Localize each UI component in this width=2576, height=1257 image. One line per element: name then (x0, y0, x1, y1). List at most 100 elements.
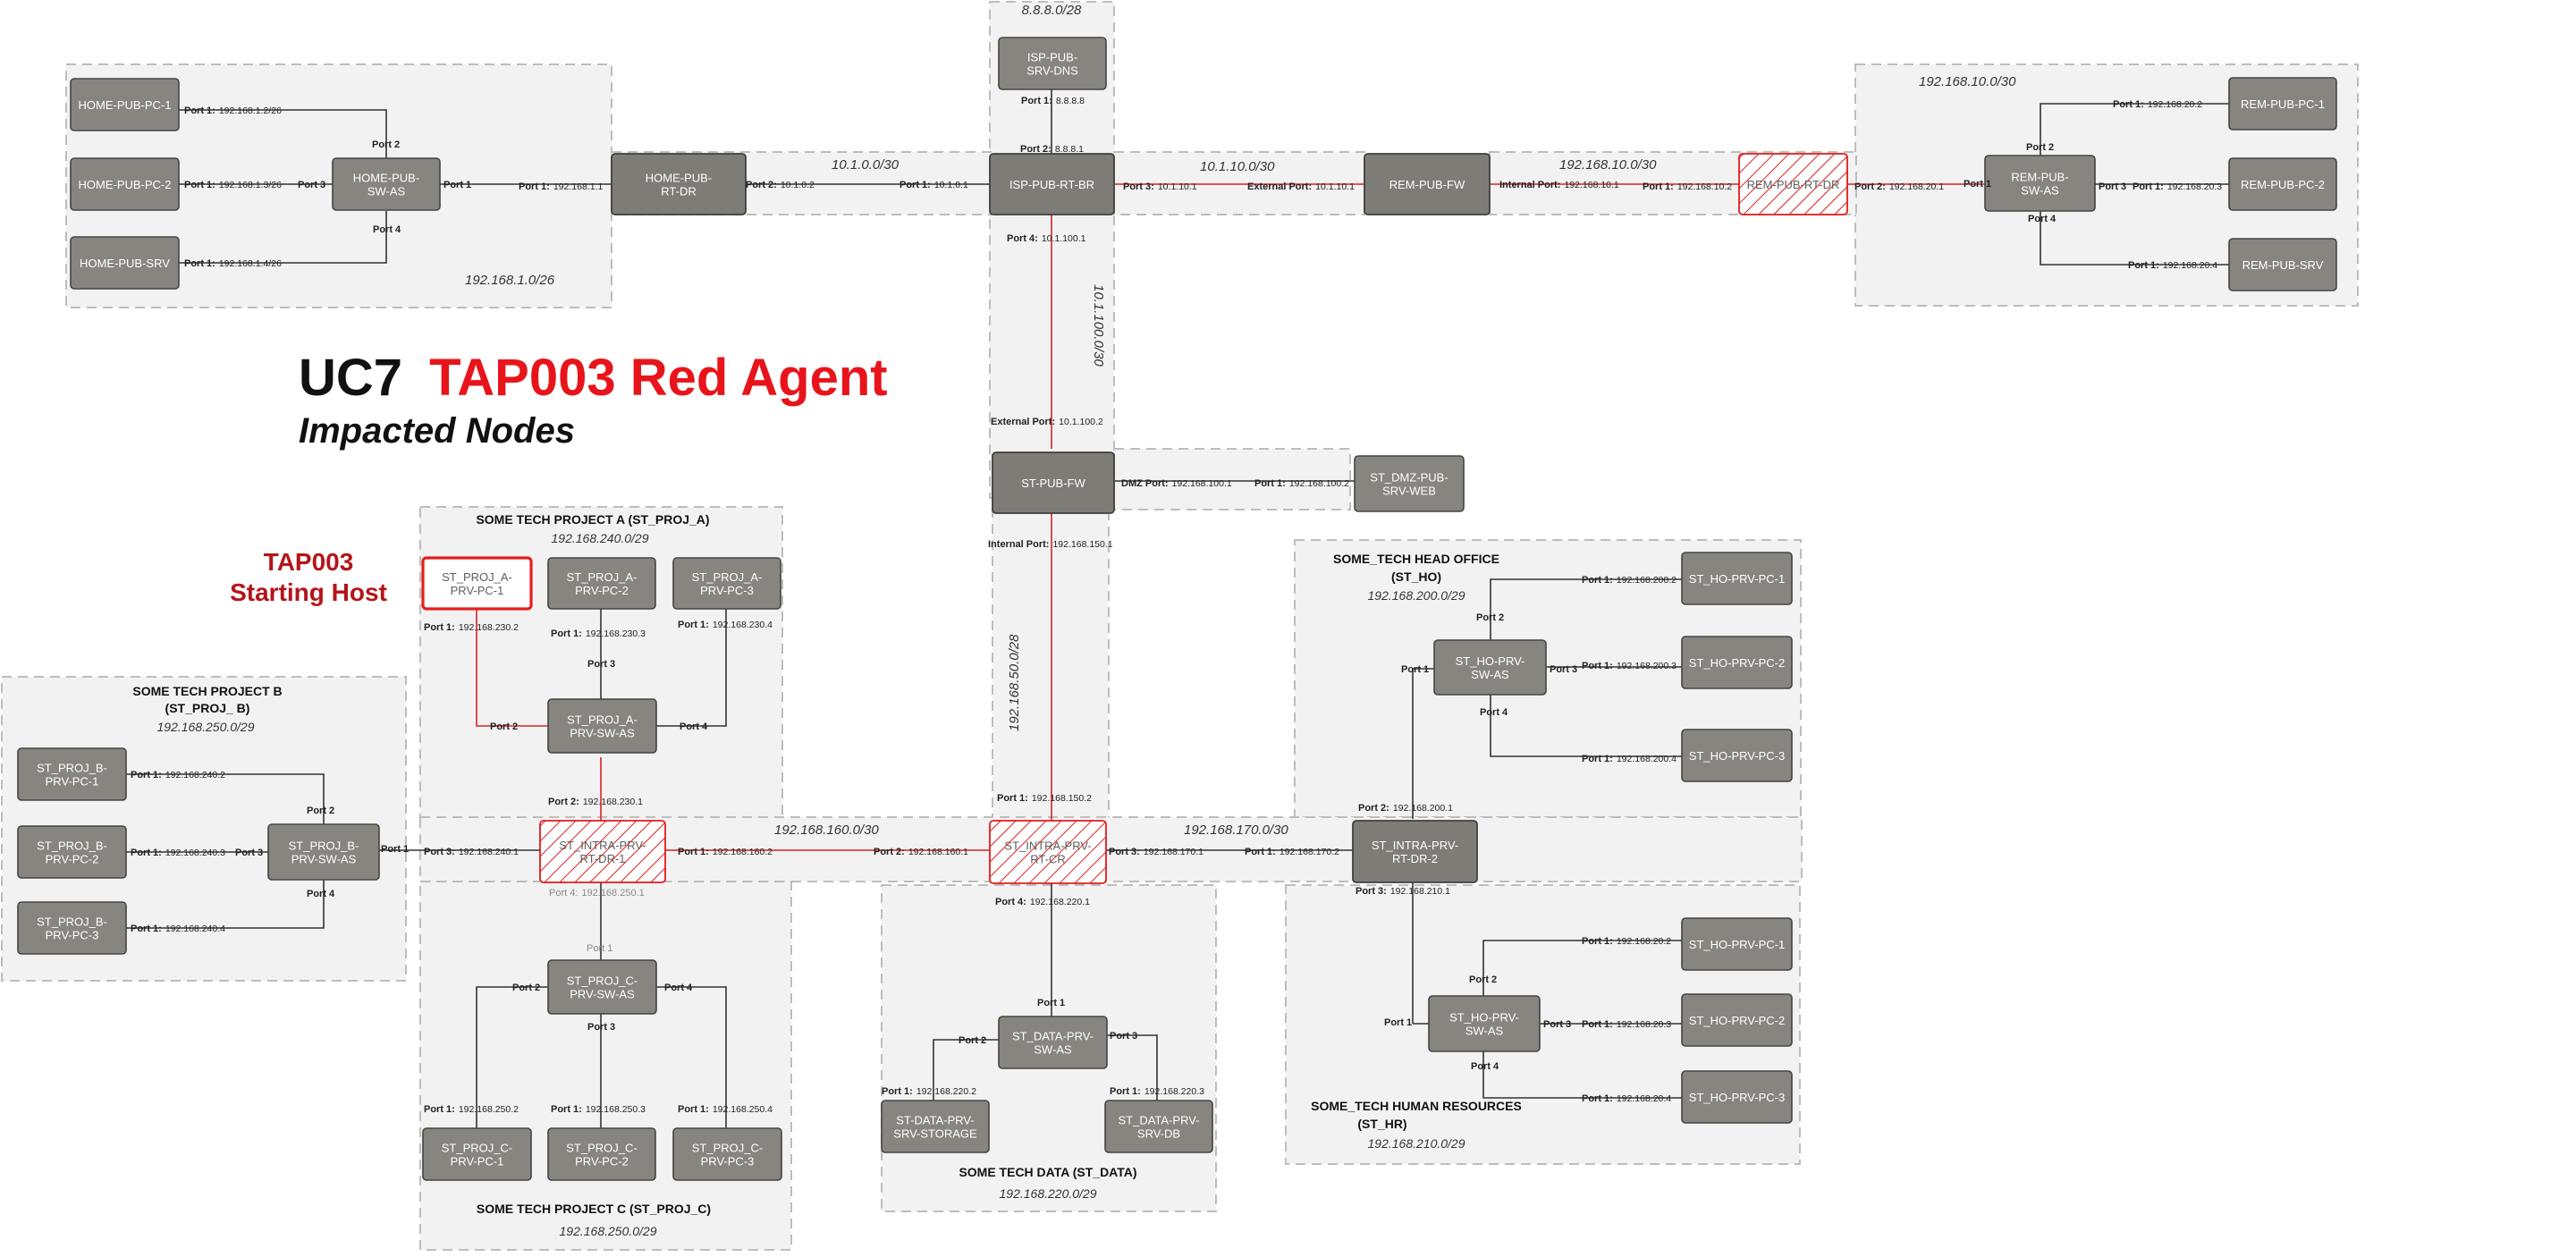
node-box[interactable] (547, 698, 657, 754)
node-pa-pc2[interactable]: ST_PROJ_A-PRV-PC-2 (547, 557, 656, 610)
port-name: DMZ Port: (1121, 478, 1169, 489)
node-box[interactable] (70, 157, 180, 211)
node-home-pc2[interactable]: HOME-PUB-PC-2 (70, 157, 180, 211)
node-rem-rt[interactable]: REM-PUB-RT-DR (1738, 153, 1848, 215)
node-box[interactable] (672, 557, 781, 610)
node-pa-sw[interactable]: ST_PROJ_A-PRV-SW-AS (547, 698, 657, 754)
node-hr-pc2[interactable]: ST_HO-PRV-PC-2 (1681, 993, 1793, 1047)
node-cr[interactable]: ST_INTRA-PRV-RT-CR (989, 820, 1107, 884)
node-hr-pc1[interactable]: ST_HO-PRV-PC-1 (1681, 917, 1793, 971)
node-label: ST_DATA-PRV- (1118, 1114, 1199, 1127)
node-dr1[interactable]: ST_INTRA-PRV-RT-DR-1 (539, 820, 666, 883)
node-box[interactable] (881, 1100, 990, 1153)
port-label-rsw-p4: Port 4 (2028, 214, 2057, 224)
node-box[interactable] (17, 825, 127, 879)
node-label: SRV-DNS (1026, 64, 1078, 78)
port-ip: 192.168.20.1 (1889, 181, 1944, 192)
port-name: Port 2 (1476, 612, 1504, 623)
node-box[interactable] (17, 901, 127, 955)
node-box[interactable] (1364, 153, 1491, 215)
node-data-db[interactable]: ST_DATA-PRV-SRV-DB (1104, 1100, 1213, 1153)
port-name: Port 3 (2099, 181, 2126, 192)
node-home-pc1[interactable]: HOME-PUB-PC-1 (70, 78, 180, 131)
node-hr-sw[interactable]: ST_HO-PRV-SW-AS (1428, 995, 1541, 1052)
node-box[interactable] (539, 820, 666, 883)
node-box[interactable] (267, 823, 380, 881)
node-hr-pc3[interactable]: ST_HO-PRV-PC-3 (1681, 1070, 1793, 1124)
node-box[interactable] (1428, 995, 1541, 1052)
nodes: ISP-PUB-SRV-DNS ISP-PUB-RT-BR HOME-PUB-PC-… (17, 37, 2337, 1181)
node-box[interactable] (989, 820, 1107, 884)
node-data-storage[interactable]: ST-DATA-PRV-SRV-STORAGE (881, 1100, 990, 1153)
node-label: SW-AS (2021, 184, 2059, 198)
port-label-hosw-p3: Port 3 (1550, 664, 1577, 675)
node-box[interactable] (1681, 729, 1793, 782)
node-pc-pc2[interactable]: ST_PROJ_C-PRV-PC-2 (547, 1127, 656, 1181)
node-box[interactable] (421, 556, 533, 611)
node-box[interactable] (1354, 455, 1465, 512)
node-pc-sw[interactable]: ST_PROJ_C-PRV-SW-AS (547, 959, 657, 1015)
node-box[interactable] (1681, 1070, 1793, 1124)
node-box[interactable] (1433, 639, 1547, 696)
node-box[interactable] (992, 451, 1115, 514)
node-box[interactable] (70, 78, 180, 131)
node-home-rt[interactable]: HOME-PUB-RT-DR (611, 153, 747, 215)
node-pc-pc1[interactable]: ST_PROJ_C-PRV-PC-1 (422, 1127, 532, 1181)
port-name: Port 1: (1582, 661, 1613, 671)
node-pb-sw[interactable]: ST_PROJ_B-PRV-SW-AS (267, 823, 380, 881)
node-box[interactable] (1681, 917, 1793, 971)
node-rem-pc2[interactable]: REM-PUB-PC-2 (2228, 157, 2337, 211)
node-pb-pc1[interactable]: ST_PROJ_B-PRV-PC-1 (17, 747, 127, 801)
node-box[interactable] (1352, 820, 1478, 883)
node-box[interactable] (2228, 238, 2337, 291)
node-box[interactable] (547, 1127, 656, 1181)
node-box[interactable] (547, 557, 656, 610)
node-label: ST_HO-PRV-PC-3 (1689, 1091, 1785, 1104)
node-data-sw[interactable]: ST_DATA-PRV-SW-AS (998, 1016, 1108, 1069)
node-box[interactable] (17, 747, 127, 801)
node-ho-pc1[interactable]: ST_HO-PRV-PC-1 (1681, 552, 1793, 605)
node-ho-sw[interactable]: ST_HO-PRV-SW-AS (1433, 639, 1547, 696)
port-label-pcsw-p2: Port 2 (512, 983, 540, 993)
port-name: Port 1 (443, 180, 471, 190)
node-rem-pc1[interactable]: REM-PUB-PC-1 (2228, 77, 2337, 131)
node-isp-rt[interactable]: ISP-PUB-RT-BR (989, 153, 1115, 215)
node-ho-pc3[interactable]: ST_HO-PRV-PC-3 (1681, 729, 1793, 782)
node-home-srv[interactable]: HOME-PUB-SRV (70, 236, 180, 290)
node-box[interactable] (1738, 153, 1848, 215)
node-pa-pc3[interactable]: ST_PROJ_A-PRV-PC-3 (672, 557, 781, 610)
node-box[interactable] (989, 153, 1115, 215)
node-box[interactable] (332, 157, 441, 211)
port-ip: 192.168.150.1 (1052, 539, 1112, 550)
port-name: Port 1: (1582, 1019, 1613, 1030)
node-box[interactable] (547, 959, 657, 1015)
node-pb-pc2[interactable]: ST_PROJ_B-PRV-PC-2 (17, 825, 127, 879)
node-box[interactable] (998, 1016, 1108, 1069)
node-box[interactable] (2228, 157, 2337, 211)
node-pc-pc3[interactable]: ST_PROJ_C-PRV-PC-3 (672, 1127, 782, 1181)
node-box[interactable] (1681, 552, 1793, 605)
node-box[interactable] (1104, 1100, 1213, 1153)
node-st-dmz[interactable]: ST_DMZ-PUB-SRV-WEB (1354, 455, 1465, 512)
node-dr2[interactable]: ST_INTRA-PRV-RT-DR-2 (1352, 820, 1478, 883)
node-rem-sw[interactable]: REM-PUB-SW-AS (1984, 155, 2096, 212)
node-box[interactable] (672, 1127, 782, 1181)
node-pa-pc1[interactable]: ST_PROJ_A-PRV-PC-1 (421, 556, 533, 611)
node-box[interactable] (2228, 77, 2337, 131)
node-box[interactable] (611, 153, 747, 215)
node-label: PRV-PC-3 (701, 1155, 755, 1168)
node-home-sw[interactable]: HOME-PUB-SW-AS (332, 157, 441, 211)
node-rem-srv[interactable]: REM-PUB-SRV (2228, 238, 2337, 291)
node-rem-fw[interactable]: REM-PUB-FW (1364, 153, 1491, 215)
node-box[interactable] (422, 1127, 532, 1181)
port-name: External Port: (1247, 181, 1312, 192)
node-box[interactable] (1984, 155, 2096, 212)
node-box[interactable] (998, 37, 1107, 90)
node-box[interactable] (1681, 636, 1793, 689)
node-box[interactable] (1681, 993, 1793, 1047)
node-box[interactable] (70, 236, 180, 290)
node-ho-pc2[interactable]: ST_HO-PRV-PC-2 (1681, 636, 1793, 689)
node-st-fw[interactable]: ST-PUB-FW (992, 451, 1115, 514)
node-isp-dns[interactable]: ISP-PUB-SRV-DNS (998, 37, 1107, 90)
node-pb-pc3[interactable]: ST_PROJ_B-PRV-PC-3 (17, 901, 127, 955)
